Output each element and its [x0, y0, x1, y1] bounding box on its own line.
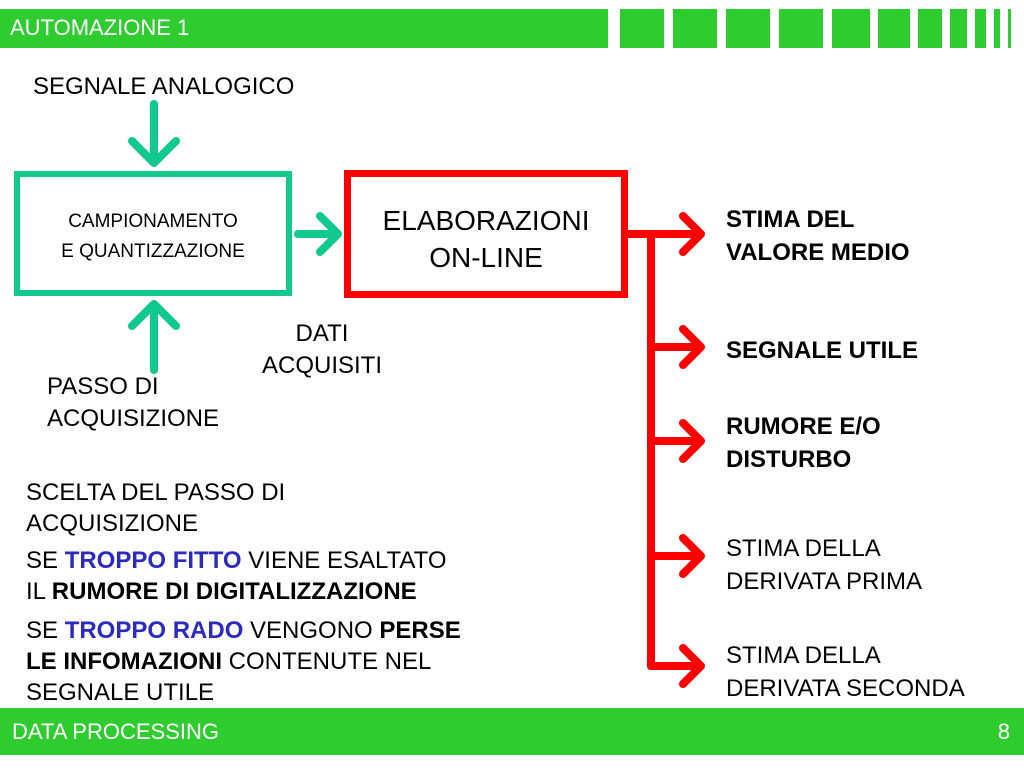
output-branch-head [679, 325, 705, 369]
header-decor-square [994, 9, 1000, 48]
input-arrow-head [128, 137, 180, 167]
sampling-box: CAMPIONAMENTO E QUANTIZZAZIONE [14, 171, 292, 296]
output-line2: DERIVATA SECONDA [726, 675, 965, 702]
output-line2: DERIVATA PRIMA [726, 568, 923, 595]
header-decor-square [620, 9, 664, 48]
note-line: SE TROPPO FITTO VIENE ESALTATO [26, 545, 447, 576]
output-line1: RUMORE E/O [726, 413, 881, 440]
input-label: SEGNALE ANALOGICO [33, 73, 295, 100]
sampling-box-label: CAMPIONAMENTO E QUANTIZZAZIONE [20, 207, 286, 267]
note-step-choice: SCELTA DEL PASSO DI ACQUISIZIONE [26, 477, 285, 539]
note-highlight: TROPPO RADO [64, 617, 244, 644]
footer-bar: DATA PROCESSING 8 [0, 708, 1024, 755]
header-decor-square [1008, 9, 1011, 48]
note-text: VIENE ESALTATO [241, 547, 447, 574]
data-arrow-head [316, 212, 342, 256]
header-decor-square [779, 9, 823, 48]
header-bar: AUTOMAZIONE 1 [0, 9, 608, 48]
processing-box-line2: ON-LINE [429, 242, 543, 273]
step-label: PASSO DI ACQUISIZIONE [47, 371, 219, 435]
step-arrow-head [128, 300, 180, 330]
page-number: 8 [997, 719, 1010, 744]
note-text: SE [26, 617, 65, 644]
note-text: SE [26, 547, 65, 574]
note-highlight: TROPPO FITTO [64, 547, 242, 574]
output-line1: STIMA DELLA [726, 535, 881, 562]
note-too-coarse: SE TROPPO RADO VENGONO PERSE LE INFOMAZI… [26, 615, 461, 708]
header-decor-square [832, 9, 870, 48]
output-useful-signal: SEGNALE UTILE [726, 334, 918, 367]
output-line1: SEGNALE UTILE [726, 337, 919, 364]
acquired-data-label: DATI ACQUISITI [252, 318, 392, 382]
note-bold: RUMORE DI DIGITALIZZAZIONE [51, 578, 417, 605]
note-text: CONTENUTE NEL [221, 648, 432, 675]
header-decor-square [975, 9, 986, 48]
output-noise: RUMORE E/O DISTURBO [726, 410, 881, 476]
output-line2: DISTURBO [726, 446, 852, 473]
processing-box-label: ELABORAZIONI ON-LINE [351, 202, 621, 276]
header-decor-square [918, 9, 942, 48]
note-line: ACQUISIZIONE [26, 510, 199, 537]
step-label-line2: ACQUISIZIONE [47, 405, 220, 432]
output-branch-head [679, 419, 705, 463]
step-label-line1: PASSO DI [47, 373, 159, 400]
output-branch-head [679, 534, 705, 578]
output-line2: VALORE MEDIO [726, 239, 910, 266]
output-first-derivative: STIMA DELLA DERIVATA PRIMA [726, 532, 922, 598]
note-line: SCELTA DEL PASSO DI [26, 479, 286, 506]
header-decor-square [878, 9, 910, 48]
output-branch-head [679, 644, 705, 688]
header-decor-square [673, 9, 717, 48]
note-line: SEGNALE UTILE [26, 677, 461, 708]
note-bold: PERSE [379, 617, 461, 644]
processing-box: ELABORAZIONI ON-LINE [344, 170, 628, 298]
processing-box-line1: ELABORAZIONI [382, 205, 590, 236]
footer-title: DATA PROCESSING [12, 719, 220, 744]
acquired-data-line1: DATI [295, 320, 349, 347]
note-bold: LE INFOMAZIONI [26, 648, 222, 675]
sampling-box-line1: CAMPIONAMENTO [68, 211, 238, 232]
output-mean-estimate: STIMA DEL VALORE MEDIO [726, 203, 910, 269]
note-text: SEGNALE UTILE [26, 679, 215, 706]
note-line: SE TROPPO RADO VENGONO PERSE [26, 615, 461, 646]
note-text: IL [26, 578, 52, 605]
note-line: LE INFOMAZIONI CONTENUTE NEL [26, 646, 461, 677]
output-line1: STIMA DEL [726, 206, 855, 233]
output-second-derivative: STIMA DELLA DERIVATA SECONDA [726, 639, 965, 705]
header-title: AUTOMAZIONE 1 [10, 15, 190, 40]
sampling-box-line2: E QUANTIZZAZIONE [61, 241, 245, 262]
header-decor-square [950, 9, 967, 48]
note-text: VENGONO [243, 617, 380, 644]
output-line1: STIMA DELLA [726, 642, 881, 669]
note-line: IL RUMORE DI DIGITALIZZAZIONE [26, 576, 447, 607]
note-too-fine: SE TROPPO FITTO VIENE ESALTATO IL RUMORE… [26, 545, 447, 607]
acquired-data-line2: ACQUISITI [261, 352, 382, 379]
header-decor-square [726, 9, 770, 48]
output-branch-head [679, 212, 705, 256]
